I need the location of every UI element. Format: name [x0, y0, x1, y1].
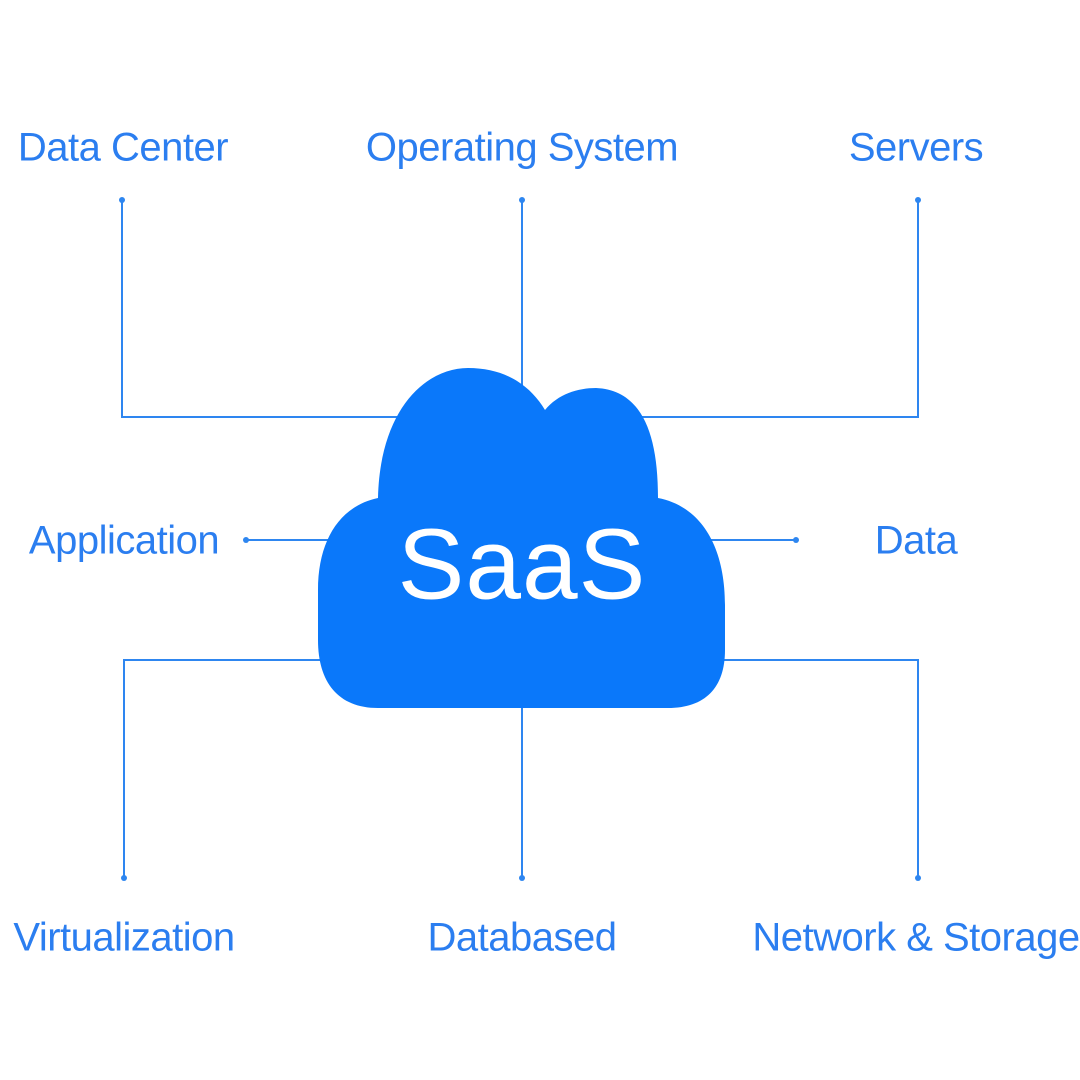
label-network-storage: Network & Storage	[752, 915, 1080, 960]
connector-servers	[620, 200, 919, 418]
cloud-icon	[318, 368, 725, 708]
endpoint-dot	[793, 537, 799, 543]
endpoint-dot	[121, 875, 127, 881]
connector-virtualization	[123, 659, 360, 878]
label-virtualization: Virtualization	[13, 915, 235, 960]
endpoint-dot	[915, 875, 921, 881]
label-application: Application	[28, 518, 220, 563]
connector-network-storage	[690, 659, 919, 878]
label-databased: Databased	[427, 915, 617, 960]
endpoint-dot	[915, 197, 921, 203]
endpoint-dot	[119, 197, 125, 203]
endpoint-dot	[519, 197, 525, 203]
saas-label: SaaS	[397, 508, 647, 621]
label-data-center: Data Center	[17, 125, 229, 170]
endpoint-dot	[519, 875, 525, 881]
label-servers: Servers	[848, 125, 984, 170]
connector-data-center	[121, 200, 420, 418]
label-data: Data	[874, 518, 958, 563]
endpoint-dot	[243, 537, 249, 543]
label-operating-system: Operating System	[365, 125, 679, 170]
